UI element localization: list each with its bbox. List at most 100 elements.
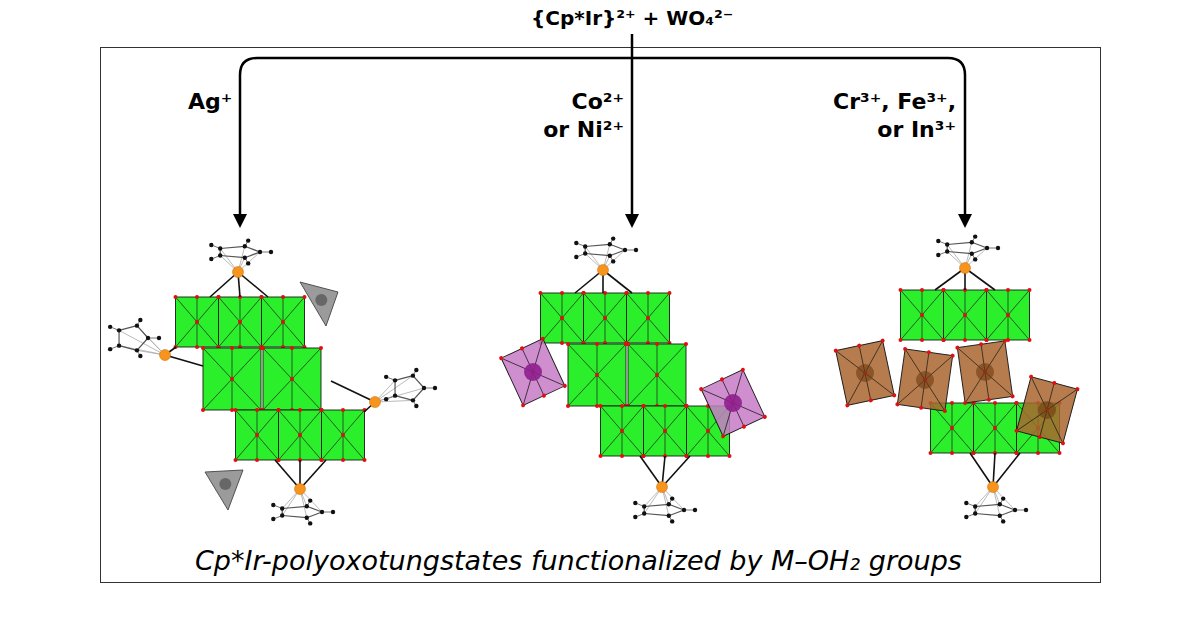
octahedron-edge <box>601 406 644 456</box>
metal-atom <box>1038 401 1056 419</box>
oxygen-atom <box>603 316 607 320</box>
oxygen-atom <box>919 405 924 410</box>
stem-line <box>631 34 634 218</box>
carbon-atom <box>384 397 388 401</box>
carbon-atom <box>138 318 142 322</box>
octahedron-edge <box>901 290 944 340</box>
ir-ring-bond <box>119 346 165 355</box>
octahedron-edge <box>584 293 627 343</box>
oxygen-atom <box>261 346 265 350</box>
octahedron-face <box>601 406 644 456</box>
carbon-atom <box>998 502 1002 506</box>
octahedron-edge <box>901 290 944 340</box>
ring-bond <box>119 346 137 351</box>
oxygen-atom <box>857 343 862 348</box>
octahedron-edge <box>627 293 670 343</box>
carbon-atom <box>985 246 989 250</box>
ring-bond <box>137 338 148 350</box>
carbon-atom <box>384 375 388 379</box>
octahedron-edge <box>957 341 1012 403</box>
oxygen-atom <box>599 404 603 408</box>
octahedron-edge <box>263 348 321 410</box>
oxygen-atom <box>1058 451 1062 455</box>
octahedron-edge <box>522 348 544 395</box>
oxygen-atom <box>255 458 259 462</box>
carbon-atom <box>634 248 638 252</box>
carbon-atom <box>308 521 312 525</box>
oxygen-atom <box>963 401 968 406</box>
iridium-atom <box>233 267 244 278</box>
oxygen-atom <box>642 454 646 458</box>
carbon-atom <box>414 404 418 408</box>
carbon-atom <box>642 504 646 508</box>
ring-bond <box>307 512 322 518</box>
octahedron-edge <box>219 297 262 347</box>
oxygen-atom <box>920 288 924 292</box>
ring-bond <box>245 246 260 252</box>
carbon-atom <box>246 238 250 242</box>
oxygen-atom <box>950 426 954 430</box>
ring-bond <box>975 514 1000 516</box>
oxygen-atom <box>566 342 570 346</box>
oxygen-atom <box>595 404 599 408</box>
carbon-atom <box>998 514 1002 518</box>
bond <box>300 460 326 489</box>
carbon-atom <box>209 257 213 261</box>
carbon-atom <box>308 498 312 502</box>
tetrahedron <box>205 470 243 510</box>
oxygen-atom <box>560 291 564 295</box>
oxygen-atom <box>920 313 924 317</box>
text-holder: Ag⁺ <box>188 88 232 116</box>
octahedron <box>626 342 688 408</box>
octahedron <box>599 404 646 458</box>
oxygen-atom <box>290 377 294 381</box>
branch-line <box>240 58 965 218</box>
octahedron <box>972 401 1019 455</box>
oxygen-atom <box>341 433 345 437</box>
octahedron-edge <box>601 406 644 456</box>
oxygen-atom <box>972 451 976 455</box>
carbon-atom <box>246 261 250 265</box>
frame-border <box>101 48 1101 583</box>
carbon-atom <box>393 393 397 397</box>
metal-atom <box>856 364 874 382</box>
ring-bond <box>610 250 625 256</box>
octahedron-edge <box>701 370 765 437</box>
octahedron-edge <box>836 341 895 406</box>
oxygen-atom <box>230 377 234 381</box>
carbon-atom <box>608 242 612 246</box>
ring-bond <box>585 244 610 246</box>
oxygen-atom <box>668 291 672 295</box>
octahedron-face <box>627 293 670 343</box>
oxygen-atom <box>950 353 955 358</box>
carbon-atom <box>936 253 940 257</box>
oxygen-atom <box>234 458 238 462</box>
octahedron-edge <box>203 348 261 410</box>
carbon-atom <box>422 386 426 390</box>
octahedron <box>833 338 896 408</box>
carbon-atom <box>623 248 627 252</box>
ring-bond <box>947 242 972 244</box>
ring-bond <box>245 252 260 258</box>
oxygen-atom <box>950 451 954 455</box>
oxygen-atom <box>1052 381 1057 386</box>
iridium-atom <box>160 350 171 361</box>
oxygen-atom <box>341 408 345 412</box>
oxygen-atom <box>985 288 989 292</box>
oxygen-atom <box>720 434 725 439</box>
oxygen-atom <box>234 408 238 412</box>
text-holder: {Cp*Ir}²⁺ + WO₄²⁻ <box>531 6 733 31</box>
ring-bond <box>394 380 395 395</box>
carbon-atom <box>269 250 273 254</box>
oxygen-atom <box>217 295 221 299</box>
octahedron <box>985 288 1032 342</box>
oxygen-atom <box>642 404 646 408</box>
octahedron-edge <box>501 339 565 406</box>
carbon-atom <box>218 246 222 250</box>
octahedron-face <box>176 297 219 347</box>
metal-atom <box>724 394 742 412</box>
ring-bond <box>282 506 307 508</box>
oxygen-atom <box>277 408 281 412</box>
oxygen-atom <box>985 288 989 292</box>
oxygen-atom <box>942 288 946 292</box>
